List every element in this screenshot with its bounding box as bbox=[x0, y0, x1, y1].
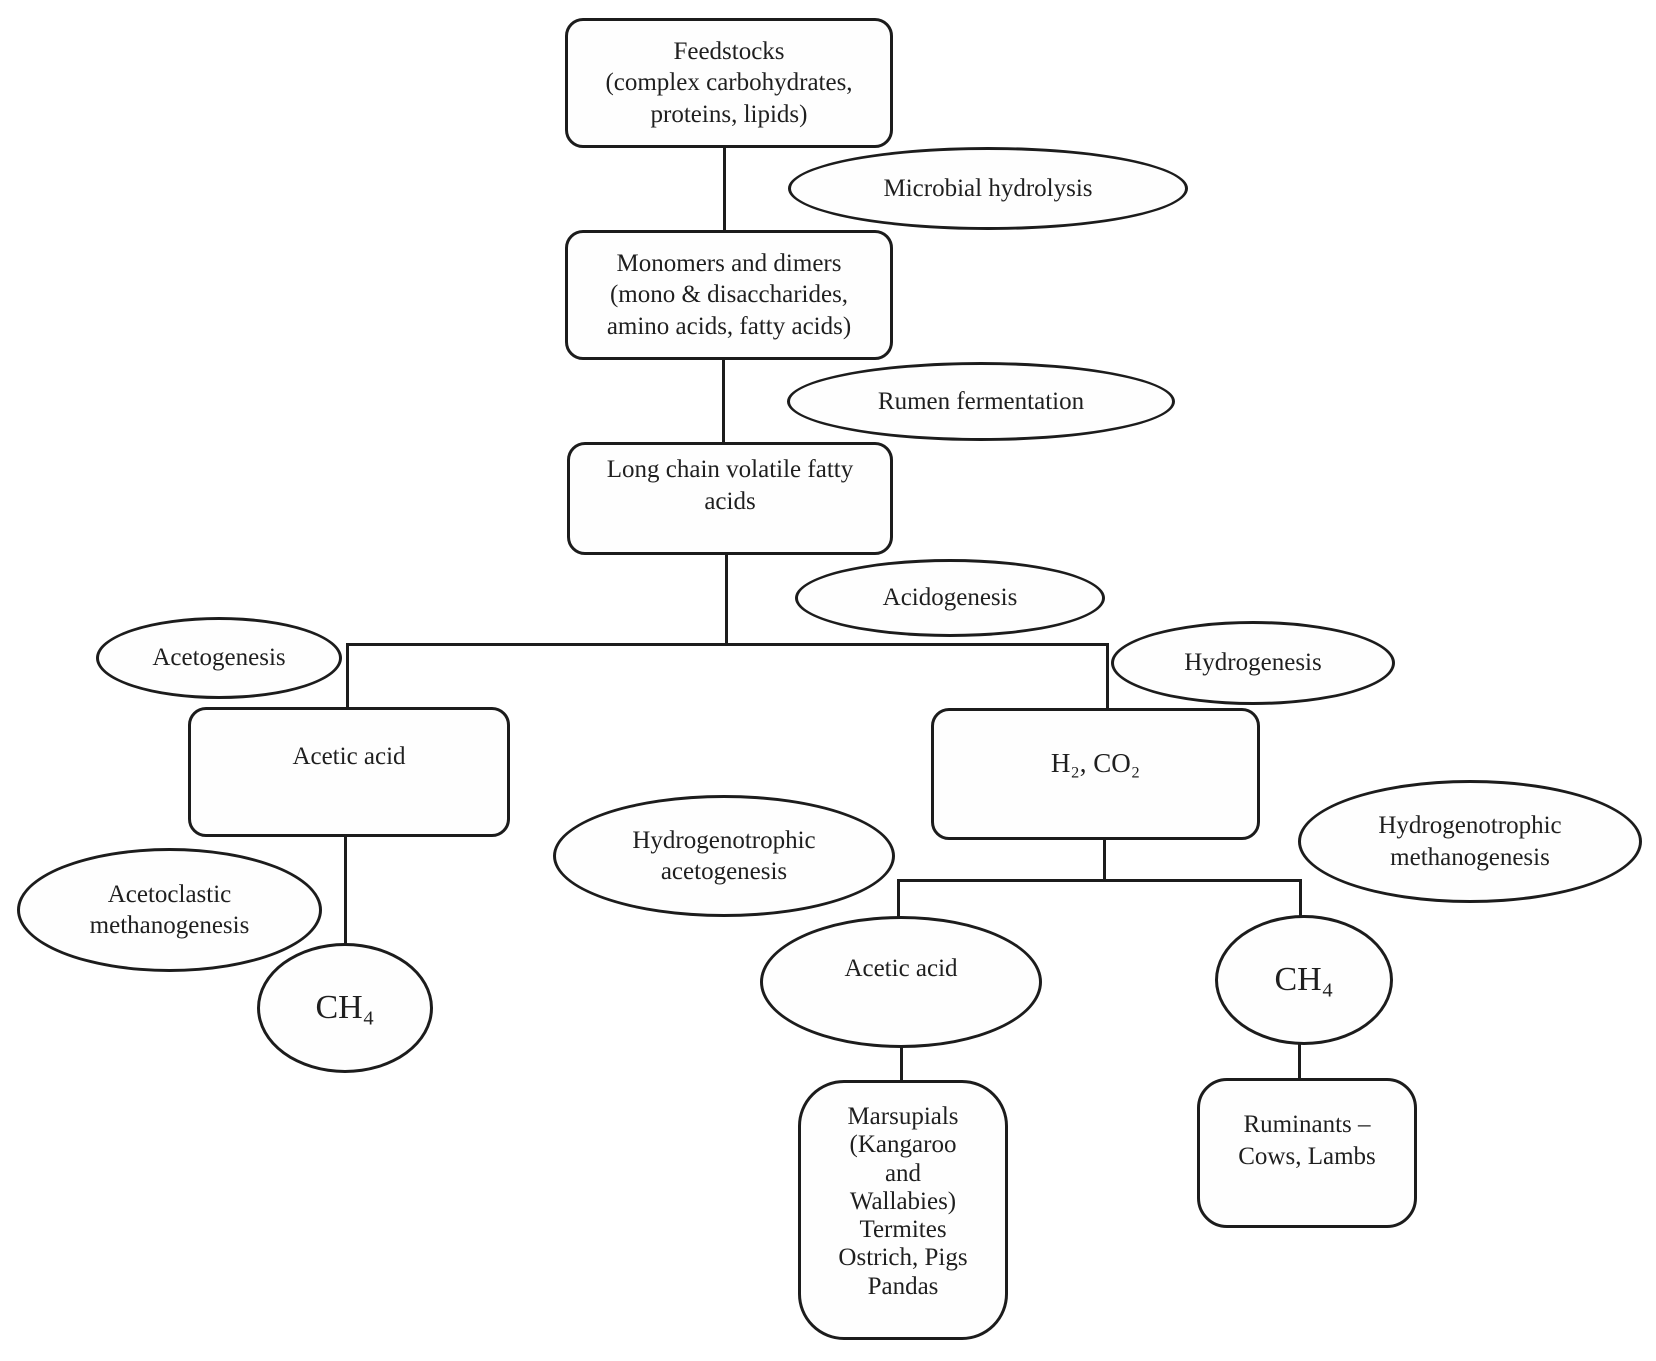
node-ch4-left: CH₄ bbox=[257, 943, 433, 1073]
node-ch4-right: CH₄ bbox=[1215, 915, 1393, 1045]
node-marsupials: Marsupials (Kangaroo and Wallabies) Term… bbox=[798, 1080, 1008, 1340]
connector-branch-left-drop bbox=[346, 643, 349, 709]
connector-branch-horizontal bbox=[346, 643, 1109, 646]
connector-h2co2-subbranch bbox=[1103, 838, 1106, 882]
node-ruminants: Ruminants – Cows, Lambs bbox=[1197, 1078, 1417, 1228]
node-acetic-acid-mid: Acetic acid bbox=[760, 916, 1042, 1048]
node-long-chain-vfa: Long chain volatile fatty acids bbox=[567, 442, 893, 555]
label-acetoclastic-methanogenesis: Acetoclastic methanogenesis bbox=[17, 848, 322, 972]
connector-aceticleft-ch4 bbox=[344, 835, 347, 945]
connector-monomers-longchain bbox=[722, 358, 725, 444]
node-feedstocks: Feedstocks (complex carbohydrates, prote… bbox=[565, 18, 893, 148]
label-acidogenesis: Acidogenesis bbox=[795, 559, 1105, 637]
label-rumen-fermentation: Rumen fermentation bbox=[787, 362, 1175, 441]
connector-subbranch-left-drop bbox=[897, 879, 900, 919]
node-acetic-acid-left: Acetic acid bbox=[188, 707, 510, 837]
connector-subbranch-horizontal bbox=[897, 879, 1302, 882]
label-microbial-hydrolysis: Microbial hydrolysis bbox=[788, 147, 1188, 230]
connector-aceticmid-marsupials bbox=[900, 1046, 903, 1082]
label-hydrogenotrophic-methanogenesis: Hydrogenotrophic methanogenesis bbox=[1298, 780, 1642, 903]
node-h2-co2: H₂, CO₂ bbox=[931, 708, 1260, 840]
connector-longchain-branch bbox=[725, 553, 728, 646]
connector-feedstocks-monomers bbox=[723, 146, 726, 232]
node-monomers: Monomers and dimers (mono & disaccharide… bbox=[565, 230, 893, 360]
connector-subbranch-right-drop bbox=[1299, 879, 1302, 918]
label-acetogenesis: Acetogenesis bbox=[96, 617, 342, 699]
label-hydrogenesis: Hydrogenesis bbox=[1111, 621, 1395, 705]
connector-ch4right-ruminants bbox=[1298, 1043, 1301, 1080]
connector-branch-right-drop bbox=[1106, 643, 1109, 710]
label-hydrogenotrophic-acetogenesis: Hydrogenotrophic acetogenesis bbox=[553, 795, 895, 917]
